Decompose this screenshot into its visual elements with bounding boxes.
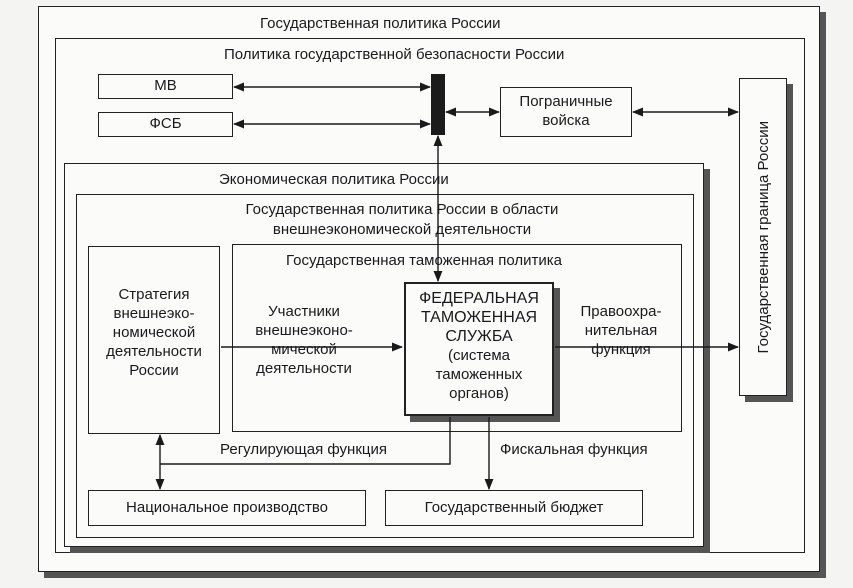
participants-line1: Участники: [268, 303, 340, 320]
fts-line6: органов): [449, 385, 509, 402]
participants-text: Участники внешнеэконо- мической деятельн…: [238, 302, 370, 378]
strategy-line3: номической: [112, 324, 196, 341]
national-production-box: Национальное производство: [88, 490, 366, 526]
strategy-line2: внешнеэко-: [113, 305, 195, 322]
border-troops-line2: войска: [542, 112, 590, 129]
strategy-line5: России: [129, 362, 179, 379]
state-border-box: Государственная граница России: [739, 78, 787, 396]
regulating-function-label: Регулирующая функция: [220, 441, 387, 458]
border-troops-line1: Пограничные: [519, 93, 613, 110]
fts-line5: таможенных: [435, 366, 523, 383]
law-enforcement-line2: нительная: [584, 322, 658, 339]
state-border-label: Государственная граница России: [754, 120, 772, 354]
mv-box: МВ: [98, 74, 233, 99]
fts-box: ФЕДЕРАЛЬНАЯ ТАМОЖЕННАЯ СЛУЖБА (система т…: [404, 282, 554, 416]
strategy-line4: деятельности: [106, 343, 202, 360]
law-enforcement-text: Правоохра- нительная функция: [566, 302, 676, 359]
fts-line3: СЛУЖБА: [445, 328, 513, 345]
border-troops-box: Пограничные войска: [500, 87, 632, 137]
customs-policy-title: Государственная таможенная политика: [286, 252, 562, 269]
state-budget-box: Государственный бюджет: [385, 490, 643, 526]
national-production-label: Национальное производство: [126, 499, 328, 516]
fts-line4: (система: [447, 347, 511, 364]
fea-policy-title-line2: внешнеэкономической деятельности: [272, 221, 532, 238]
participants-line3: мической: [271, 341, 337, 358]
fea-policy-title-line1: Государственная политика России в област…: [245, 201, 559, 218]
state-budget-label: Государственный бюджет: [424, 499, 604, 516]
participants-line4: деятельности: [256, 360, 352, 377]
mv-label: МВ: [154, 77, 177, 94]
law-enforcement-line1: Правоохра-: [580, 303, 662, 320]
state-policy-title: Государственная политика России: [260, 15, 501, 32]
economic-policy-title: Экономическая политика России: [219, 171, 449, 188]
strategy-box: Стратегия внешнеэко- номической деятельн…: [88, 246, 220, 434]
fsb-box: ФСБ: [98, 112, 233, 137]
strategy-line1: Стратегия: [118, 286, 190, 303]
law-enforcement-line3: функция: [591, 341, 651, 358]
fts-line2: ТАМОЖЕННАЯ: [420, 309, 538, 326]
fiscal-function-label: Фискальная функция: [500, 441, 648, 458]
security-policy-title: Политика государственной безопасности Ро…: [224, 46, 565, 63]
coordination-bar: [431, 74, 445, 135]
fts-line1: ФЕДЕРАЛЬНАЯ: [419, 290, 539, 307]
participants-line2: внешнеэконо-: [255, 322, 353, 339]
fsb-label: ФСБ: [149, 115, 182, 132]
